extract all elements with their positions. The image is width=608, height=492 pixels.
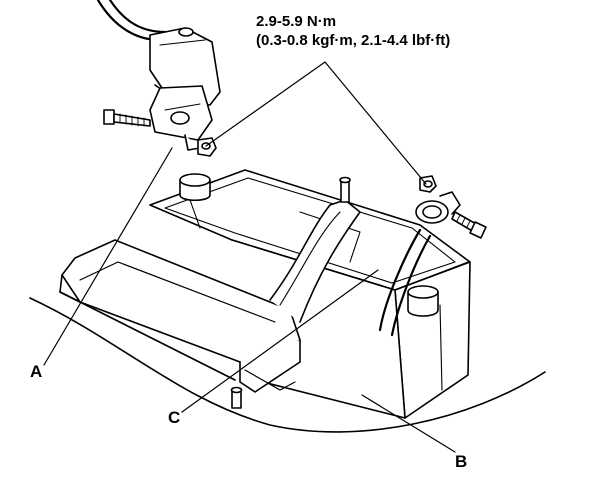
- torque-spec-label: 2.9-5.9 N·m (0.3-0.8 kgf·m, 2.1-4.4 lbf·…: [256, 12, 450, 50]
- positive-terminal-nut: [419, 175, 437, 193]
- positive-terminal-bolt: [451, 211, 487, 239]
- positive-cable-assembly: [378, 191, 461, 337]
- torque-spec-line2: (0.3-0.8 kgf·m, 2.1-4.4 lbf·ft): [256, 32, 451, 49]
- torque-spec-line1: 2.9-5.9 N·m: [256, 13, 337, 30]
- negative-cable-assembly: [96, 0, 221, 151]
- callout-a: A: [30, 362, 43, 381]
- hold-down-bracket: [59, 199, 361, 393]
- torque-leader-right: [324, 61, 427, 185]
- leader-b: [361, 394, 456, 453]
- front-j-bolt: [230, 386, 243, 409]
- leader-c: [181, 269, 379, 413]
- torque-leader-left: [205, 61, 326, 147]
- j-bolt: [339, 176, 351, 203]
- positive-post: [407, 285, 439, 317]
- leader-a: [43, 147, 173, 366]
- negative-terminal-bolt: [103, 109, 151, 127]
- callout-c: C: [168, 408, 181, 427]
- negative-post: [179, 173, 211, 202]
- floor-curve: [29, 297, 546, 433]
- callout-b: B: [455, 452, 468, 471]
